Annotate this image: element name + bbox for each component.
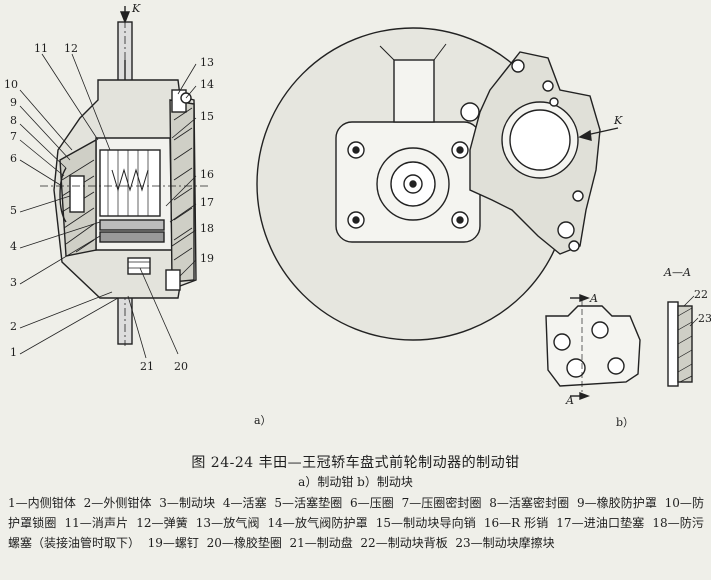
section-a-bottom: A: [565, 394, 574, 407]
callout-2: 2: [10, 320, 17, 333]
figure-subtitle: a）制动钳 b）制动块: [298, 475, 413, 489]
legend-item: 9—橡胶防护罩: [576, 496, 657, 510]
caliper-section-drawing: [40, 6, 210, 346]
callout-14: 14: [200, 78, 214, 91]
callout-21: 21: [140, 360, 154, 373]
section-label: A—A: [663, 266, 691, 279]
callout-labels-bottom: 21 20: [140, 360, 188, 373]
legend-item: 11—消声片: [64, 516, 129, 530]
legend-item: 19—螺钉: [147, 536, 199, 550]
legend-item: 23—制动块摩擦块: [455, 536, 555, 550]
figure-title: 图 24-24 丰田—王冠轿车盘式前轮制动器的制动钳: [191, 455, 520, 471]
view-label-k-left: K: [131, 2, 141, 15]
legend-item: 17—进油口垫塞: [556, 516, 645, 530]
callout-19: 19: [200, 252, 214, 265]
brake-pad-drawing: [545, 293, 699, 401]
callout-23: 23: [698, 312, 711, 325]
callout-4: 4: [10, 240, 17, 253]
callout-16: 16: [200, 168, 214, 181]
legend-item: 5—活塞垫圈: [274, 496, 343, 510]
legend-item: 20—橡胶垫圈: [206, 536, 282, 550]
callout-20: 20: [174, 360, 188, 373]
legend-item: 18—防污螺塞（装接油管时取下）: [8, 516, 704, 550]
legend-item: 16—R 形销: [483, 516, 549, 530]
callout-8: 8: [10, 114, 17, 127]
callout-13: 13: [200, 56, 214, 69]
legend-item: 4—活塞: [222, 496, 267, 510]
parts-legend: 1—内侧钳体 2—外侧钳体 3—制动块 4—活塞 5—活塞垫圈 6—压圈 7—压…: [8, 493, 704, 553]
sublabel-a: a）: [254, 414, 272, 427]
legend-item: 21—制动盘: [289, 536, 353, 550]
callout-12: 12: [64, 42, 78, 55]
legend-item: 2—外侧钳体: [83, 496, 152, 510]
legend-item: 6—压圈: [350, 496, 394, 510]
legend-item: 8—活塞密封圈: [489, 496, 570, 510]
callout-10: 10: [4, 78, 18, 91]
legend-item: 15—制动块导向销: [375, 516, 476, 530]
callout-1: 1: [10, 346, 17, 359]
legend-item: 10—防护罩锁圈: [8, 496, 704, 530]
callout-labels-right: 13 14 15 16 17 18 19: [200, 56, 214, 265]
legend-item: 13—放气阀: [195, 516, 260, 530]
callout-18: 18: [200, 222, 214, 235]
section-a-top: A: [589, 292, 598, 305]
sublabel-b: b）: [616, 416, 634, 429]
callout-5: 5: [10, 204, 17, 217]
legend-item: 3—制动块: [159, 496, 216, 510]
callout-9: 9: [10, 96, 17, 109]
callout-7: 7: [10, 130, 17, 143]
callout-labels-left: 11 12 10 9 8 7 6 5 4 3 2 1: [4, 42, 78, 359]
legend-item: 1—内侧钳体: [8, 496, 76, 510]
callout-leaders-left: [19, 53, 197, 359]
callout-11: 11: [34, 42, 48, 55]
legend-item: 7—压圈密封圈: [401, 496, 482, 510]
callout-3: 3: [10, 276, 17, 289]
callout-22: 22: [694, 288, 708, 301]
legend-item: 22—制动块背板: [360, 536, 448, 550]
callout-17: 17: [200, 196, 214, 209]
callout-6: 6: [10, 152, 17, 165]
legend-item: 12—弹簧: [136, 516, 188, 530]
view-label-k-right: K: [613, 114, 623, 127]
callout-15: 15: [200, 110, 214, 123]
legend-item: 14—放气阀防护罩: [267, 516, 368, 530]
brake-caliper-figure: 11 12 10 9 8 7 6 5 4 3 2 1 13 14 15 16 1…: [4, 2, 711, 429]
disc-view-drawing: [256, 27, 619, 341]
